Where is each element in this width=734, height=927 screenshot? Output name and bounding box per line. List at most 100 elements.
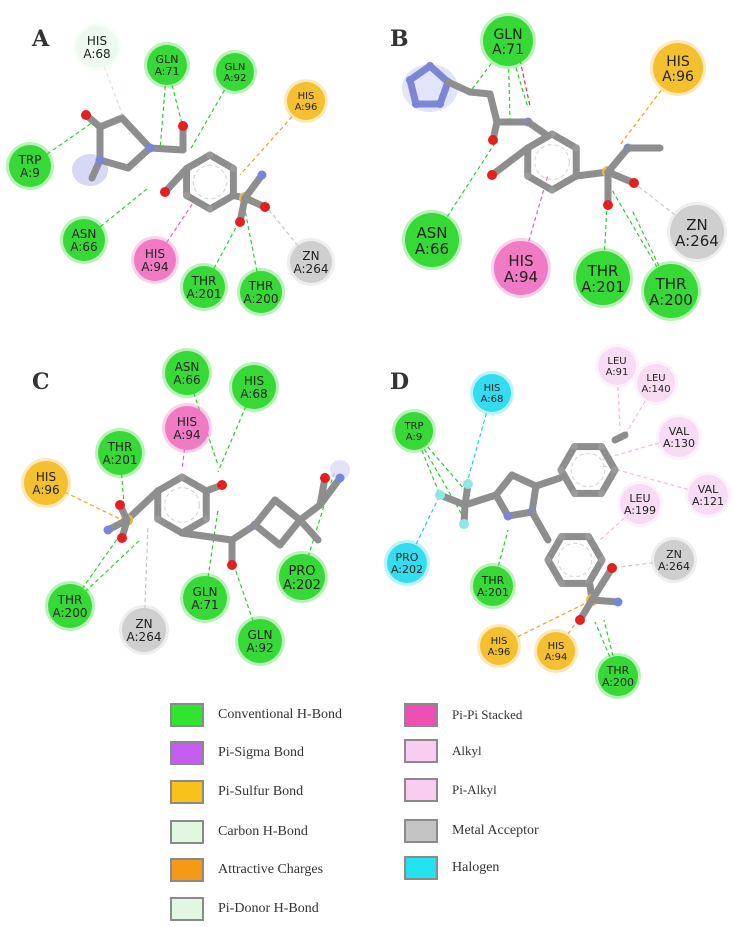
- atom: [426, 62, 434, 70]
- legend-label: Carbon H-Bond: [218, 824, 308, 839]
- residue-name: GLN: [193, 585, 218, 599]
- atom: [406, 76, 414, 84]
- bond: [276, 516, 304, 549]
- atom: [571, 489, 578, 497]
- bond: [296, 501, 324, 524]
- bond: [604, 144, 632, 176]
- interaction-line: [264, 204, 312, 263]
- residue-name: LEU: [607, 356, 626, 367]
- residue-disc: [63, 219, 105, 261]
- residue-number: A:66: [70, 240, 97, 254]
- residue-number: A:201: [103, 453, 138, 467]
- legend-label: Halogen: [452, 860, 500, 875]
- legend-swatch: [170, 897, 204, 921]
- panel-letter: B: [390, 26, 409, 52]
- residue-number: A:121: [692, 495, 724, 508]
- residue-name: VAL: [669, 425, 690, 438]
- interaction-line: [507, 40, 511, 121]
- residue-name: ZN: [686, 216, 708, 234]
- atom: [206, 151, 214, 159]
- residue-number: A:200: [53, 606, 88, 620]
- residue-disc: [216, 53, 254, 91]
- bond: [146, 144, 187, 154]
- legend-swatch: [404, 703, 438, 727]
- atom: [585, 533, 592, 541]
- residue-name: LEU: [629, 492, 650, 505]
- residue-name: HIS: [548, 641, 565, 652]
- residue-disc: [480, 627, 518, 665]
- residue-disc: [122, 608, 166, 652]
- residue-disc: [232, 365, 276, 409]
- bond: [548, 130, 580, 152]
- residue-number: A:200: [602, 676, 634, 689]
- atom: [487, 170, 497, 180]
- atom: [206, 205, 214, 213]
- bond: [241, 171, 266, 202]
- residue-disc: [659, 417, 699, 457]
- residue-disc: [9, 145, 51, 187]
- residue-disc: [48, 584, 92, 628]
- bond: [161, 165, 191, 196]
- residue-number: A:96: [32, 483, 59, 497]
- legend-item: Pi-Sulfur Bond: [170, 779, 303, 805]
- atom: [463, 479, 473, 489]
- bond: [406, 62, 434, 84]
- bond: [611, 431, 629, 444]
- atom: [435, 490, 445, 500]
- bond: [118, 114, 154, 152]
- residue-number: A:71: [191, 598, 218, 612]
- residue-number: A:9: [406, 432, 422, 443]
- residue-disc: [473, 566, 513, 606]
- atom: [603, 200, 613, 210]
- bond: [426, 62, 452, 86]
- atom: [117, 533, 127, 543]
- bond: [183, 192, 214, 213]
- residue-name: TRP: [403, 421, 423, 432]
- residue-name: ZN: [302, 249, 319, 263]
- residue-disc: [654, 540, 694, 580]
- residue-number: A:94: [141, 260, 168, 274]
- atom: [260, 202, 270, 212]
- residue-number: A:200: [649, 291, 693, 309]
- interaction-line: [611, 189, 672, 292]
- atom: [548, 186, 556, 194]
- atom: [613, 597, 623, 607]
- bond: [524, 118, 552, 140]
- legend-item: Conventional H-Bond: [170, 702, 342, 728]
- residue-name: HIS: [298, 91, 315, 102]
- interaction-line: [154, 199, 196, 261]
- residue-number: A:201: [581, 278, 625, 296]
- residue-number: A:92: [224, 73, 247, 84]
- bond: [154, 473, 186, 495]
- legend-item: Alkyl: [404, 738, 482, 764]
- residue-disc: [165, 351, 209, 395]
- atom: [81, 110, 91, 120]
- residue-number: A:140: [641, 384, 670, 395]
- legend-item: Pi-Sigma Bond: [170, 740, 304, 766]
- residue-name: GLN: [493, 27, 522, 43]
- residue-disc: [644, 264, 698, 318]
- legend-label: Attractive Charges: [218, 862, 324, 877]
- atom: [178, 121, 188, 131]
- aromatic-ring: [164, 487, 200, 523]
- atom: [160, 187, 170, 197]
- residue-name: ASN: [72, 227, 97, 241]
- residue-number: A:264: [658, 560, 690, 573]
- atom: [544, 556, 552, 564]
- atom: [145, 143, 155, 153]
- residue-zn-264: ZNA:264: [667, 202, 727, 262]
- residue-number: A:94: [545, 652, 568, 663]
